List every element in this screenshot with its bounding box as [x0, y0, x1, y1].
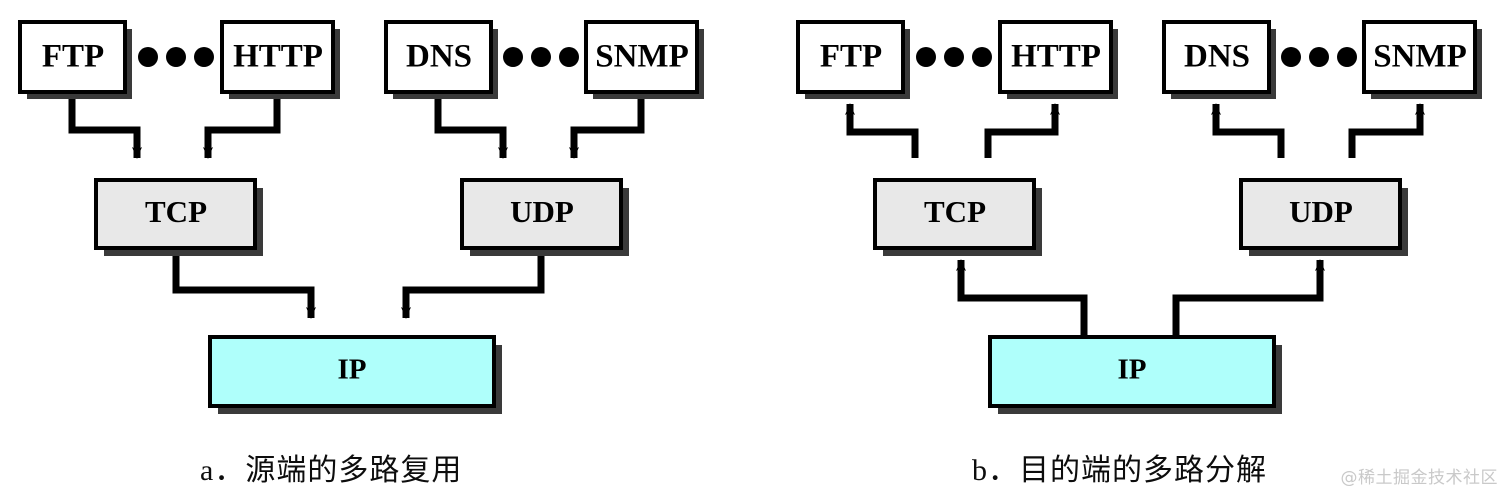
node-ip-label: IP	[338, 354, 367, 386]
panel-b-connectors-network-to-transport	[956, 259, 1325, 337]
ellipsis-dots-tcp-apps-b	[916, 47, 992, 67]
node-ftp[interactable]: FTP	[18, 20, 132, 99]
ellipsis-dot	[166, 47, 186, 67]
node-ftp-b-box	[796, 20, 905, 94]
node-dns-b-label: DNS	[1184, 39, 1250, 75]
edge-ftp-to-tcp	[68, 92, 142, 159]
node-ftp-label: FTP	[42, 39, 104, 75]
ellipsis-dots-udp-apps	[503, 47, 579, 67]
node-tcp-b-box	[873, 178, 1036, 250]
edge-snmp-to-udp	[569, 92, 645, 159]
ellipsis-dot	[1309, 47, 1329, 67]
edge-tcp-to-ip	[172, 248, 316, 319]
node-ip-b[interactable]: IP	[988, 335, 1282, 414]
node-snmp-box	[584, 20, 699, 94]
node-ip-b-box	[988, 335, 1276, 408]
node-snmp-b[interactable]: SNMP	[1362, 20, 1482, 99]
node-udp-b-label: UDP	[1289, 194, 1353, 229]
node-snmp-b-label: SNMP	[1373, 39, 1467, 75]
ellipsis-dot	[559, 47, 579, 67]
ellipsis-dots-tcp-apps	[138, 47, 214, 67]
panel-b-connectors-transport-to-app	[845, 103, 1425, 158]
edge-tcp-to-ftp	[845, 103, 919, 158]
caption-panel-b: b．目的端的多路分解	[972, 454, 1267, 487]
edge-ip-to-udp	[1172, 259, 1325, 337]
panel-a-connectors-app-to-transport	[68, 92, 645, 159]
node-udp-box	[460, 178, 623, 250]
edge-udp-to-dns	[1211, 103, 1285, 158]
ellipsis-dot	[503, 47, 523, 67]
node-dns-box	[384, 20, 493, 94]
panel-b: FTP HTTP DNS SNMP	[796, 20, 1482, 414]
node-http-b-label: HTTP	[1011, 39, 1101, 75]
node-ftp-b-label: FTP	[820, 39, 882, 75]
ellipsis-dot	[138, 47, 158, 67]
node-dns-label: DNS	[406, 39, 472, 75]
node-http[interactable]: HTTP	[220, 20, 340, 99]
node-tcp-box	[94, 178, 257, 250]
node-ip[interactable]: IP	[208, 335, 502, 414]
edge-ip-to-tcp	[956, 259, 1088, 337]
caption-panel-a: a．源端的多路复用	[200, 454, 463, 487]
node-ftp-b[interactable]: FTP	[796, 20, 910, 99]
node-snmp-b-box	[1362, 20, 1477, 94]
node-udp[interactable]: UDP	[460, 178, 629, 256]
node-http-box	[220, 20, 335, 94]
node-dns-b-box	[1162, 20, 1271, 94]
watermark: @稀土掘金技术社区	[1340, 468, 1498, 488]
edge-dns-to-udp	[434, 92, 508, 159]
node-udp-b[interactable]: UDP	[1239, 178, 1408, 256]
ellipsis-dots-udp-apps-b	[1281, 47, 1357, 67]
node-udp-b-box	[1239, 178, 1402, 250]
node-http-label: HTTP	[233, 39, 323, 75]
node-dns[interactable]: DNS	[384, 20, 498, 99]
node-snmp[interactable]: SNMP	[584, 20, 704, 99]
ellipsis-dot	[944, 47, 964, 67]
ellipsis-dot	[531, 47, 551, 67]
node-udp-label: UDP	[510, 194, 574, 229]
node-snmp-label: SNMP	[595, 39, 689, 75]
node-http-b-box	[998, 20, 1113, 94]
ellipsis-dot	[916, 47, 936, 67]
ellipsis-dot	[194, 47, 214, 67]
edge-http-to-tcp	[203, 92, 281, 159]
node-tcp-b-label: TCP	[924, 194, 986, 229]
node-tcp-b[interactable]: TCP	[873, 178, 1042, 256]
panel-a: FTP HTTP DNS SNMP	[18, 20, 704, 414]
node-tcp-label: TCP	[145, 194, 207, 229]
node-ip-box	[208, 335, 496, 408]
edge-udp-to-snmp	[1348, 103, 1425, 158]
ellipsis-dot	[1281, 47, 1301, 67]
node-http-b[interactable]: HTTP	[998, 20, 1118, 99]
edge-udp-to-ip	[401, 248, 545, 319]
panel-a-connectors-transport-to-network	[172, 248, 545, 319]
ellipsis-dot	[972, 47, 992, 67]
node-ftp-box	[18, 20, 127, 94]
node-ip-b-label: IP	[1118, 354, 1147, 386]
node-dns-b[interactable]: DNS	[1162, 20, 1276, 99]
edge-tcp-to-http	[984, 103, 1060, 158]
node-tcp[interactable]: TCP	[94, 178, 263, 256]
ellipsis-dot	[1337, 47, 1357, 67]
